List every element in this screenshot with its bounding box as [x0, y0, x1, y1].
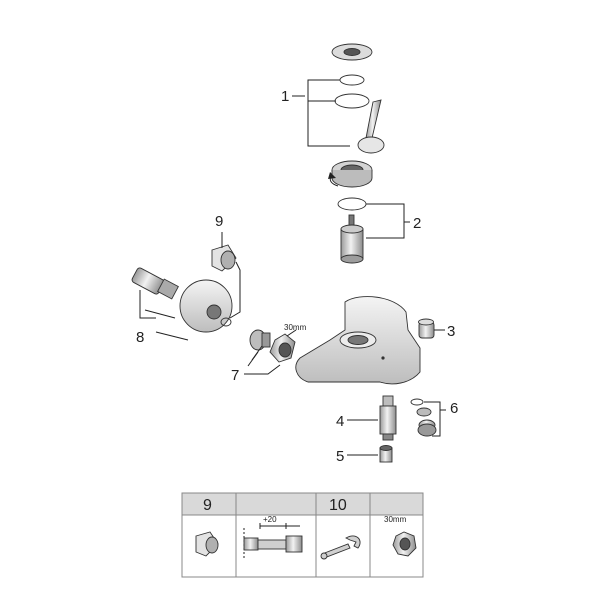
part-group-1-rosette-rings	[331, 43, 373, 109]
rotation-arrow	[328, 172, 339, 187]
callout-5: 5	[336, 448, 344, 465]
part-group-8-rosette	[179, 279, 233, 333]
callout-8: 8	[136, 329, 144, 346]
wrench-icon	[320, 535, 361, 560]
part-group-1-adapter-ring	[331, 160, 373, 188]
callout-6: 6	[450, 400, 458, 417]
part-group-2-cartridge	[337, 197, 367, 264]
callout-3: 3	[447, 323, 455, 340]
table-extension-part	[243, 523, 303, 560]
part-group-5-nut	[379, 445, 393, 463]
mixer-body	[295, 296, 421, 385]
table-cap-part	[195, 531, 219, 557]
part-group-9-cap	[211, 244, 237, 272]
table-cell-2-dimension: +20	[263, 515, 277, 524]
part-group-4-diverter	[379, 395, 397, 441]
table-cell-4-dimension: 30mm	[384, 515, 407, 524]
lever-handle	[357, 99, 385, 154]
callout-4: 4	[336, 413, 344, 430]
callout-7: 7	[231, 367, 239, 384]
leader-lines	[139, 79, 446, 456]
table-cell-1-label: 9	[203, 497, 212, 514]
table-cell-3-label: 10	[329, 497, 347, 514]
part-group-3-cap	[418, 318, 435, 339]
callout-9: 9	[215, 213, 223, 230]
table-nut-part	[392, 531, 417, 557]
callout-2: 2	[413, 215, 421, 232]
callout-1: 1	[281, 88, 289, 105]
accessory-table	[181, 492, 424, 578]
dimension-label-main: 30mm	[284, 323, 307, 332]
part-group-6-aerator	[410, 398, 437, 437]
part-group-8-inlet-connector	[131, 267, 179, 300]
part-group-7-eccentric-union	[249, 329, 296, 363]
